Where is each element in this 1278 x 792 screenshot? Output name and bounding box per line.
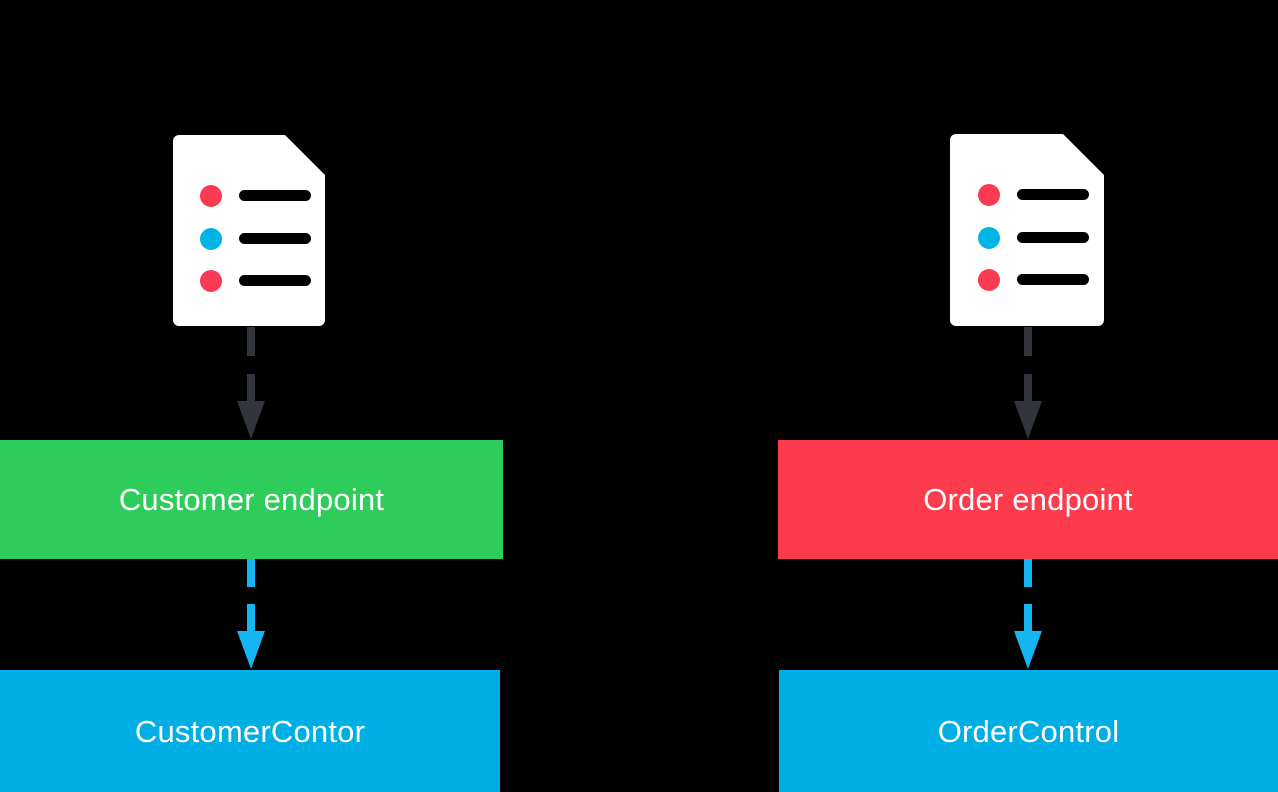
customer-controller-label: CustomerContor [134,713,366,749]
customer-endpoint-to-controller-arrow [232,559,270,671]
order-endpoint-box[interactable]: Order endpoint [778,440,1278,559]
order-controller-box[interactable]: OrderControl [779,670,1278,792]
order-doc-to-endpoint-arrow [1009,327,1047,442]
customer-doc-to-endpoint-arrow [232,327,270,442]
customer-document-icon[interactable] [173,135,325,326]
order-endpoint-label: Order endpoint [923,482,1133,517]
customer-endpoint-label: Customer endpoint [118,482,385,517]
order-endpoint-to-controller-arrow [1009,559,1047,671]
order-controller-label: OrderControl [937,713,1120,749]
customer-endpoint-box[interactable]: Customer endpoint [0,440,503,559]
order-document-icon[interactable] [950,134,1104,326]
customer-controller-box[interactable]: CustomerContor [0,670,500,792]
